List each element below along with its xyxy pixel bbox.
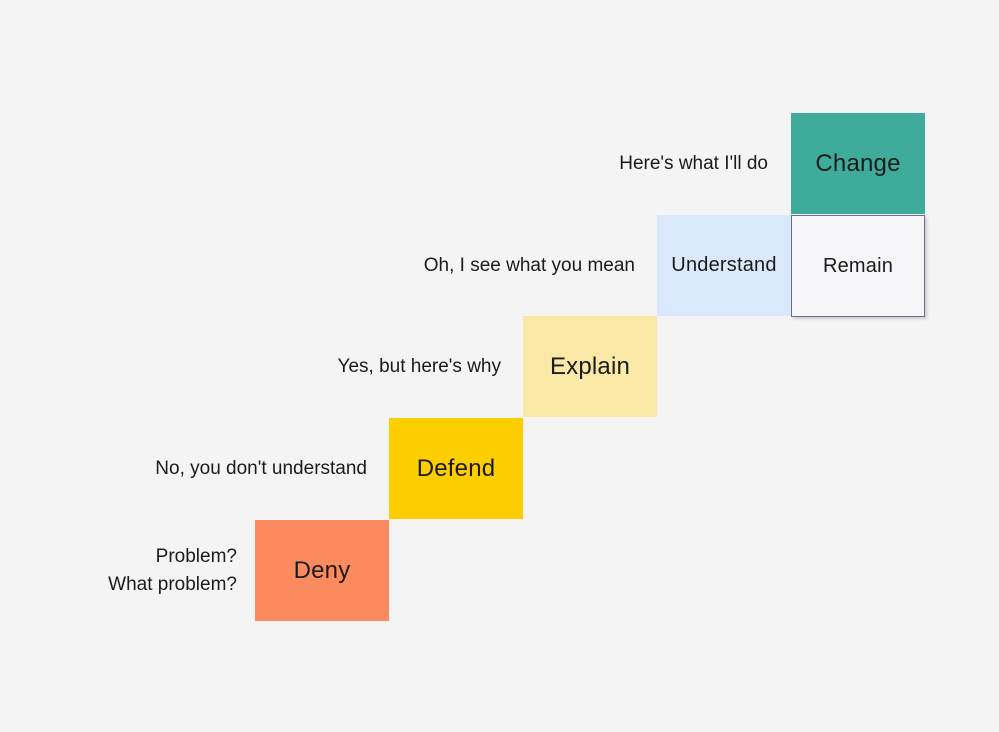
step-box-remain: Remain (791, 215, 925, 317)
step-label-understand: Oh, I see what you mean (423, 254, 635, 276)
step-box-explain: Explain (523, 316, 657, 417)
step-box-defend: Defend (389, 418, 523, 519)
step-box-understand: Understand (657, 215, 791, 316)
step-box-change: Change (791, 113, 925, 214)
step-box-deny: Deny (255, 520, 389, 621)
step-label-explain: Yes, but here's why (337, 355, 501, 377)
step-label-defend: No, you don't understand (155, 457, 367, 479)
step-label-deny: Problem? What problem? (108, 545, 237, 595)
step-label-change: Here's what I'll do (619, 152, 768, 174)
